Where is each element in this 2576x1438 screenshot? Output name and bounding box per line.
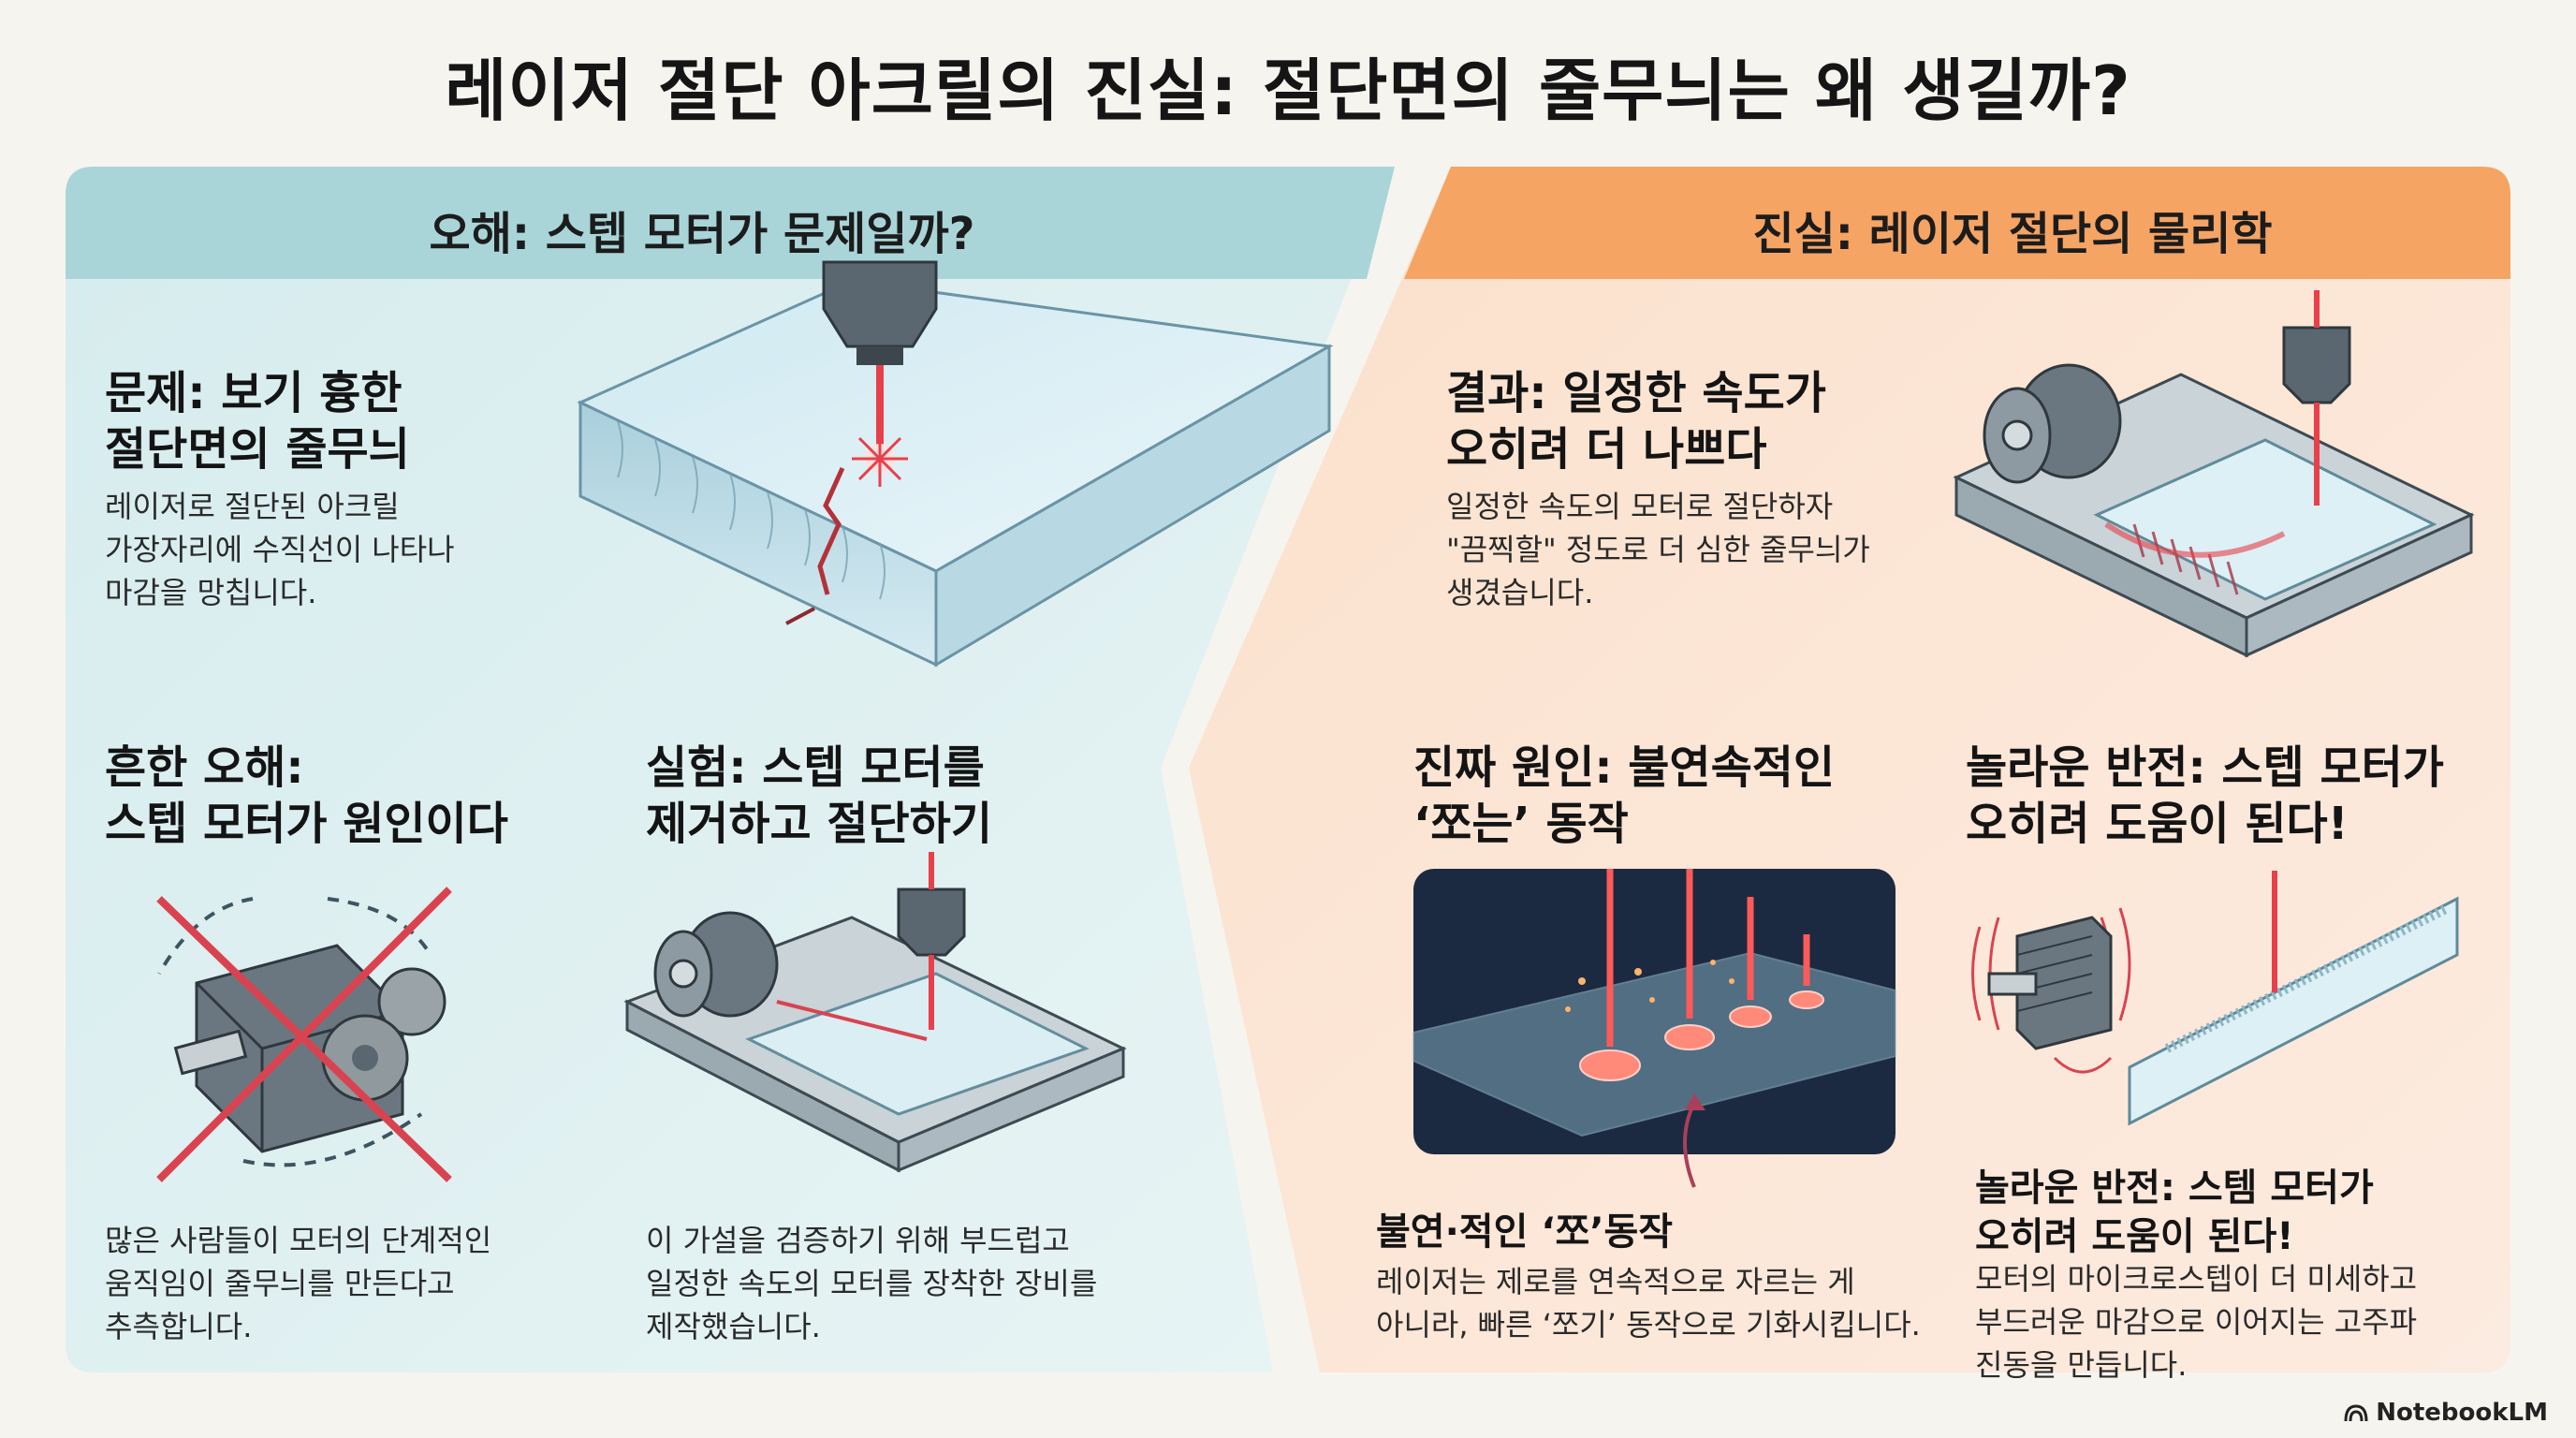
laser-head (822, 260, 938, 348)
experiment-body-line: 일정한 속도의 모터를 장착한 장비를 (646, 1266, 1098, 1301)
laser-head (2282, 326, 2351, 404)
result-body-line: 생겼습니다. (1446, 575, 1594, 610)
result-body: 일정한 속도의 모터로 절단하자 "끔찍할" 정도로 더 심한 줄무늬가 생겼습… (1446, 485, 1870, 614)
result-heading-line: 결과: 일정한 속도가 (1446, 367, 1826, 419)
real-cause-body: 레이저는 제로를 연속적으로 자르는 게 아니라, 빠른 ‘쪼기’ 동작으로 기… (1376, 1260, 1921, 1346)
experiment-heading-line: 실험: 스텝 모터를 (646, 741, 985, 794)
reversal-subheading-line: 놀라운 반전: 스템 모터가 (1975, 1167, 2374, 1210)
misconception-heading-line: 스텝 모터가 원인이다 (105, 798, 508, 850)
problem-heading-line: 절단면의 줄무늬 (105, 423, 410, 476)
reversal-body-line: 진동을 만듭니다. (1975, 1347, 2188, 1383)
striated-acrylic-illustration (577, 260, 1334, 668)
pit (1579, 1049, 1641, 1081)
right-header: 진실: 레이저 절단의 물리학 (1752, 208, 2273, 260)
experiment-body-line: 이 가설을 검증하기 위해 부드럽고 (646, 1223, 1070, 1258)
stepper-motor (2015, 916, 2113, 1050)
constant-speed-rig-illustration (1953, 290, 2475, 658)
page-title: 레이저 절단 아크릴의 진실: 절단면의 줄무늬는 왜 생길까? (445, 51, 2131, 130)
problem-heading-line: 문제: 보기 흉한 (105, 367, 402, 419)
reversal-heading-line: 오히려 도움이 된다! (1966, 798, 2349, 850)
pecking-action-illustration (1412, 869, 1896, 1188)
left-header: 오해: 스텝 모터가 문제일까? (429, 208, 975, 260)
reversal-subheading: 놀라운 반전: 스템 모터가 오히려 도움이 된다! (1975, 1164, 2374, 1261)
right-header-band (1404, 167, 2510, 279)
motor-body (195, 944, 404, 1153)
misconception-body-line: 추측합니다. (105, 1309, 253, 1344)
reversal-body-line: 모터의 마이크로스텝이 더 미세하고 (1975, 1261, 2418, 1297)
experiment-body: 이 가설을 검증하기 위해 부드럽고 일정한 속도의 모터를 장착한 장비를 제… (646, 1219, 1097, 1348)
problem-body-line: 레이저로 절단된 아크릴 (105, 489, 400, 524)
acrylic-strip (2128, 896, 2459, 1126)
misconception-heading: 흔한 오해: 스텝 모터가 원인이다 (105, 740, 508, 852)
real-cause-caption-title: 불연·적인 ‘쪼’동작 (1376, 1208, 1673, 1256)
pit (1729, 1005, 1772, 1028)
real-cause-heading: 진짜 원인: 불연속적인 ‘쪼는’ 동작 (1413, 740, 1835, 852)
problem-body: 레이저로 절단된 아크릴 가장자리에 수직선이 나타나 마감을 망칩니다. (105, 485, 455, 614)
pit (1664, 1024, 1715, 1050)
pit (1789, 990, 1824, 1009)
brand-label: NotebookLM (2376, 1399, 2548, 1427)
reversal-heading-line: 놀라운 반전: 스텝 모터가 (1966, 741, 2444, 794)
problem-heading: 문제: 보기 흉한 절단면의 줄무늬 (105, 365, 410, 477)
notebooklm-logo-icon (2344, 1404, 2368, 1422)
reversal-body-line: 부드러운 마감으로 이어지는 고주파 (1975, 1304, 2418, 1340)
result-body-line: 일정한 속도의 모터로 절단하자 (1446, 489, 1834, 524)
problem-body-line: 마감을 망칩니다. (105, 575, 317, 610)
result-body-line: "끔찍할" 정도로 더 심한 줄무늬가 (1446, 532, 1870, 567)
real-cause-heading-line: ‘쪼는’ 동작 (1413, 798, 1629, 850)
misconception-body-line: 움직임이 줄무늬를 만든다고 (105, 1266, 455, 1301)
real-cause-body-line: 아니라, 빠른 ‘쪼기’ 동작으로 기화시킵니다. (1376, 1307, 1921, 1343)
crack-line (817, 466, 845, 595)
microstep-vibration-illustration (1971, 871, 2459, 1126)
gear-icon (377, 967, 446, 1036)
misconception-heading-line: 흔한 오해: (105, 741, 304, 794)
experiment-body-line: 제작했습니다. (646, 1309, 821, 1344)
experiment-heading: 실험: 스텝 모터를 제거하고 절단하기 (646, 740, 992, 852)
pointer-arrow (1683, 1102, 1696, 1188)
misconception-body: 많은 사람들이 모터의 단계적인 움직임이 줄무늬를 만든다고 추측합니다. (105, 1219, 491, 1348)
acrylic-sheet (745, 972, 1090, 1116)
acrylic-sheet (2093, 438, 2437, 601)
misconception-body-line: 많은 사람들이 모터의 단계적인 (105, 1223, 492, 1258)
experiment-rig-illustration (623, 852, 1127, 1173)
experiment-heading-line: 제거하고 절단하기 (646, 798, 992, 850)
real-cause-heading-line: 진짜 원인: 불연속적인 (1413, 741, 1836, 794)
laser-head (897, 888, 966, 957)
reversal-heading: 놀라운 반전: 스텝 모터가 오히려 도움이 된다! (1966, 740, 2444, 852)
result-heading-line: 오히려 더 나쁘다 (1446, 423, 1767, 476)
real-cause-caption-line: 불연·적인 ‘쪼’동작 (1376, 1211, 1674, 1254)
slab-side (934, 344, 1331, 668)
reversal-subheading-line: 오히려 도움이 된다! (1975, 1215, 2294, 1258)
problem-body-line: 가장자리에 수직선이 나타나 (105, 532, 455, 567)
reversal-body: 모터의 마이크로스텝이 더 미세하고 부드러운 마감으로 이어지는 고주파 진동… (1975, 1257, 2417, 1387)
result-heading: 결과: 일정한 속도가 오히려 더 나쁘다 (1446, 365, 1826, 477)
brand-mark: NotebookLM (2344, 1399, 2548, 1427)
real-cause-body-line: 레이저는 제로를 연속적으로 자르는 게 (1376, 1264, 1855, 1299)
left-header-band (66, 167, 1395, 279)
stepper-motor-crossed-illustration (156, 887, 452, 1182)
